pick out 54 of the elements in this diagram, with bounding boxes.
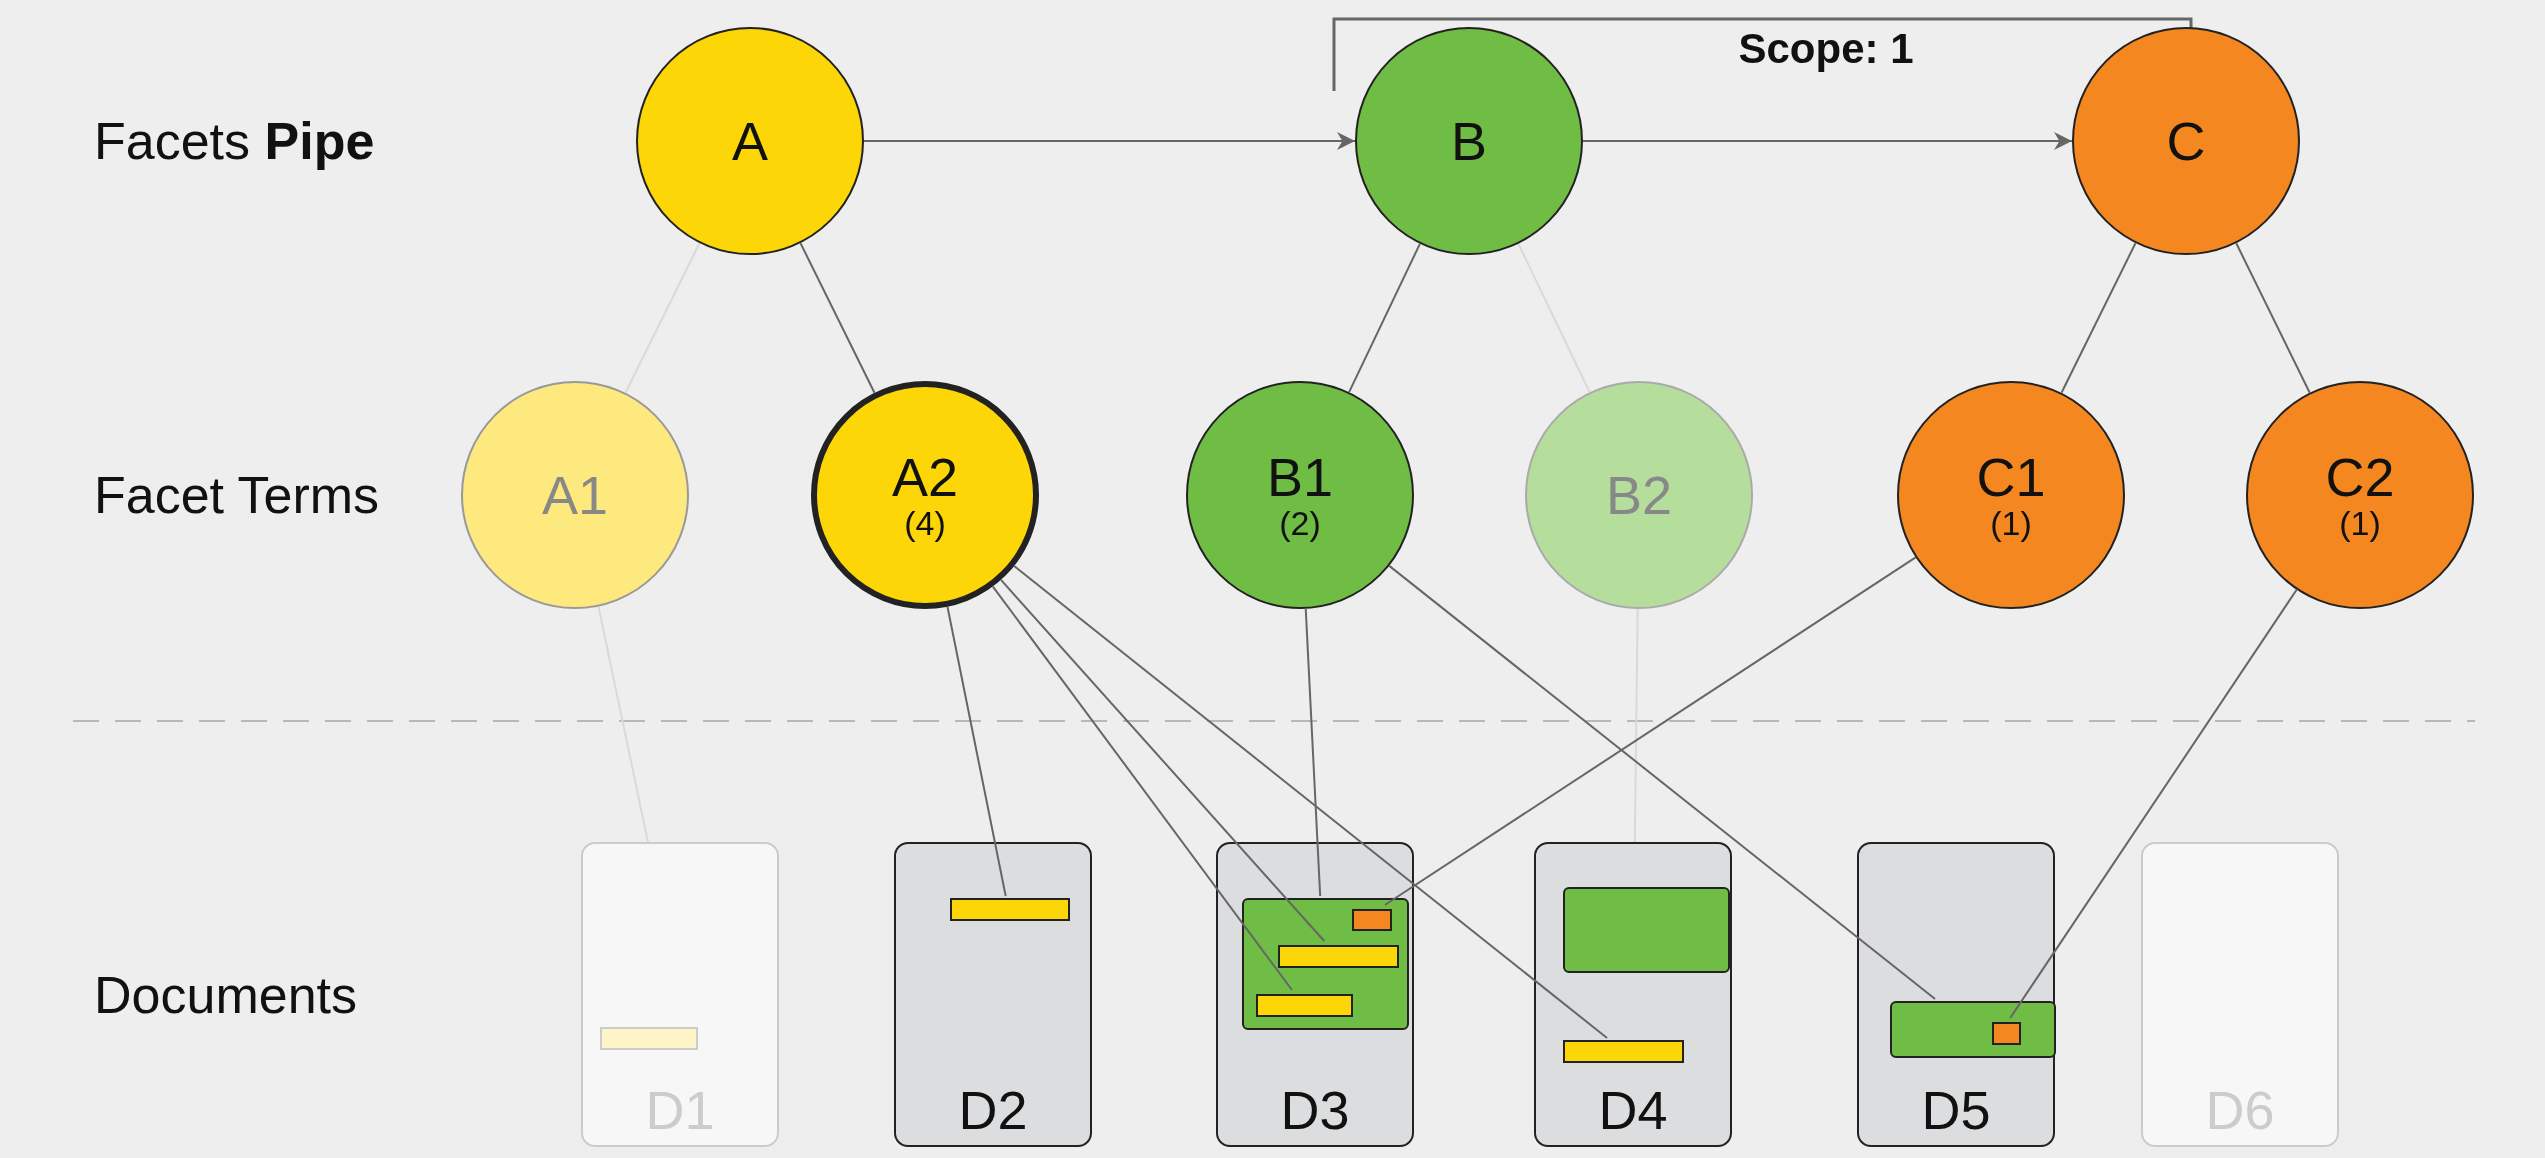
document-card <box>1534 842 1732 1147</box>
arrow <box>1582 132 2073 150</box>
count-label: (2) <box>1279 505 1321 542</box>
connector-line <box>1633 608 1639 843</box>
connector-line <box>799 242 876 394</box>
highlight-bar <box>1992 1022 2021 1045</box>
connector-line <box>946 605 1007 897</box>
connector-line <box>991 585 1293 991</box>
connector-line <box>597 605 649 843</box>
highlight-bar <box>600 1027 698 1050</box>
connector-line <box>1304 607 1322 897</box>
highlight-block <box>1890 1001 2056 1058</box>
row-label: Documents <box>94 965 357 1025</box>
highlight-bar <box>1278 945 1399 968</box>
term-label: B <box>1451 112 1487 170</box>
row-label: Facets Pipe <box>94 111 375 171</box>
document-card <box>1857 842 2055 1147</box>
term-label: C2 <box>2325 448 2395 506</box>
highlight-bar <box>950 898 1070 921</box>
document-label: D5 <box>1920 1082 1992 1139</box>
connector-line <box>624 242 701 394</box>
connector-line <box>2060 242 2137 394</box>
term-label: A2 <box>891 448 959 506</box>
document-card <box>894 842 1092 1147</box>
connector-line <box>1000 578 1326 942</box>
count-label: (1) <box>2339 505 2381 542</box>
document-label: D3 <box>1279 1082 1351 1139</box>
row-label: Facet Terms <box>94 465 380 525</box>
highlight-bar <box>1563 1040 1684 1063</box>
document-card <box>2141 842 2339 1147</box>
highlight-block <box>1242 898 1409 1030</box>
connector-line <box>1517 242 1591 394</box>
count-label: (4) <box>904 505 946 542</box>
document-card <box>1216 842 1414 1147</box>
term-label: A1 <box>541 466 609 524</box>
connector-line <box>1013 565 1609 1039</box>
document-label: D2 <box>957 1082 1029 1139</box>
term-label: B2 <box>1605 466 1673 524</box>
highlight-bar <box>1256 994 1353 1017</box>
connector-line <box>1348 242 1421 394</box>
connector-line <box>2235 242 2311 394</box>
term-label: C <box>2166 112 2206 170</box>
count-label: (1) <box>1990 505 2032 542</box>
term-label: C1 <box>1976 448 2046 506</box>
connector-line <box>1388 564 1937 1000</box>
scope-label: Scope: 1 <box>1738 25 1914 73</box>
document-label: D4 <box>1597 1082 1669 1139</box>
term-label: A <box>732 112 768 170</box>
highlight-block <box>1563 887 1730 973</box>
connector-line <box>1383 556 1917 906</box>
document-card <box>581 842 779 1147</box>
arrow <box>863 132 1356 150</box>
term-label: B1 <box>1266 448 1334 506</box>
highlight-bar <box>1352 909 1392 931</box>
